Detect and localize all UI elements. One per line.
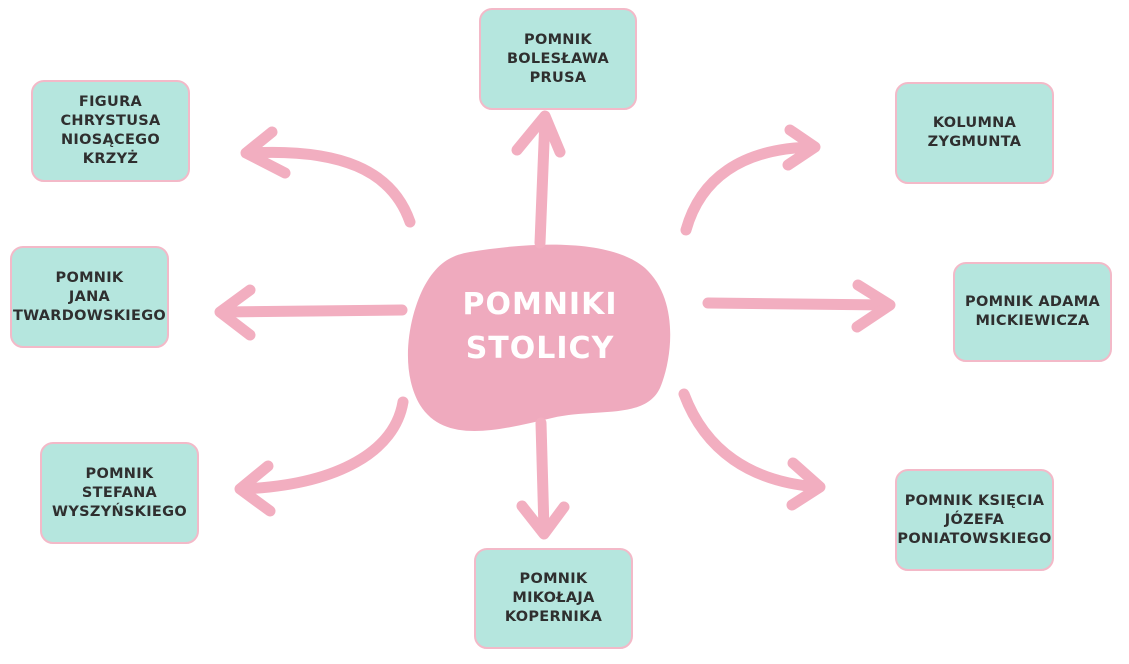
arrow-to-boleslaw-prus [511, 110, 566, 249]
node-kolumna-zygmunta: KOLUMNA ZYGMUNTA [895, 82, 1054, 184]
arrow-to-jozef-poniatowski [678, 388, 826, 511]
node-label: POMNIK ADAMA MICKIEWICZA [965, 294, 1100, 329]
center-blob [407, 244, 671, 432]
node-stefan-wyszynski: POMNIK STEFANA WYSZYŃSKIEGO [40, 442, 199, 544]
arrow-to-figura-chrystusa [240, 126, 416, 228]
node-label: POMNIK KSIĘCIA JÓZEFA PONIATOWSKIEGO [897, 492, 1052, 547]
center-title: POMNIKI STOLICY [462, 287, 618, 366]
node-boleslaw-prus: POMNIK BOLESŁAWA PRUSA [479, 8, 637, 110]
node-label: POMNIK MIKOŁAJA KOPERNIKA [504, 571, 603, 625]
node-label: POMNIK STEFANA WYSZYŃSKIEGO [52, 465, 187, 520]
node-jozef-poniatowski: POMNIK KSIĘCIA JÓZEFA PONIATOWSKIEGO [895, 469, 1054, 571]
node-label: KOLUMNA ZYGMUNTA [927, 115, 1022, 150]
arrow-to-stefan-wyszynski [234, 396, 409, 517]
node-label: FIGURA CHRYSTUSA NIOSĄCEGO KRZYŻ [60, 94, 161, 167]
arrow-to-mikolaj-kopernik [516, 417, 570, 540]
node-adam-mickiewicz: POMNIK ADAMA MICKIEWICZA [953, 262, 1112, 362]
node-label: POMNIK JANA TWARDOWSKIEGO [12, 269, 167, 324]
node-figura-chrystusa: FIGURA CHRYSTUSA NIOSĄCEGO KRZYŻ [31, 80, 190, 182]
node-label: POMNIK BOLESŁAWA PRUSA [506, 31, 610, 86]
node-mikolaj-kopernik: POMNIK MIKOŁAJA KOPERNIKA [474, 548, 633, 649]
arrow-to-jan-twardowski [214, 284, 408, 341]
arrow-to-adam-mickiewicz [702, 279, 896, 333]
arrow-to-kolumna-zygmunta [680, 124, 821, 236]
node-jan-twardowski: POMNIK JANA TWARDOWSKIEGO [10, 246, 169, 348]
